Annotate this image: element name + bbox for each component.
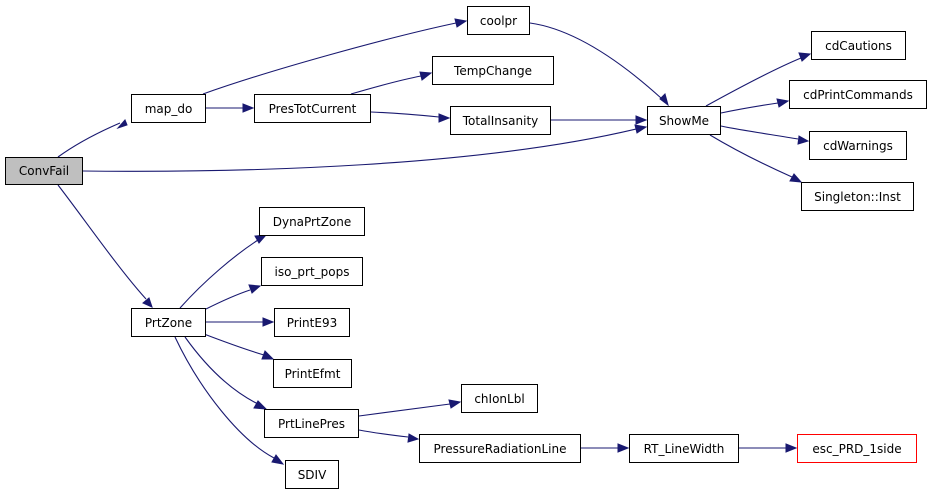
edge-coolpr-to-showme (529, 22, 669, 107)
arrowhead-icon (248, 284, 262, 294)
arrowhead-icon (271, 454, 285, 465)
edge-line (184, 336, 259, 405)
arrowhead-icon (454, 18, 468, 28)
node-coolpr[interactable]: coolpr (467, 6, 530, 35)
arrowhead-icon (797, 135, 810, 145)
arrowhead-icon (785, 443, 798, 453)
node-singleton-inst[interactable]: Singleton::Inst (801, 182, 914, 211)
edge-line (529, 22, 662, 99)
edge-line (358, 403, 451, 417)
edge-line (370, 111, 440, 118)
node-esc-prd-1side[interactable]: esc_PRD_1side (797, 434, 917, 463)
edge-prtlinepres-to-pressureradiationline (358, 429, 420, 443)
node-printefmt[interactable]: PrintEfmt (273, 359, 352, 388)
edge-prtzone-to-printefmt (203, 333, 275, 360)
edge-line (720, 125, 799, 140)
edge-line (174, 336, 275, 459)
arrowhead-icon (789, 173, 803, 183)
edge-prtzone-to-iso-prt-pops (205, 284, 262, 310)
edge-showme-to-singletoninst (709, 134, 803, 183)
arrowhead-icon (262, 317, 275, 327)
node-convfail: ConvFail (5, 157, 83, 185)
edge-line (358, 429, 409, 438)
node-prestotcurrent[interactable]: PresTotCurrent (254, 94, 371, 123)
edge-line (57, 122, 121, 158)
edge-showme-to-cdwarnings (720, 125, 810, 145)
node-chionlbl[interactable]: chIonLbl (461, 384, 538, 413)
edge-map-do-to-prestotcurrent (206, 103, 255, 113)
node-map-do[interactable]: map_do (131, 94, 206, 123)
edge-line (350, 75, 422, 95)
edge-prtzone-to-dynaprtzone (179, 234, 268, 309)
arrowhead-icon (617, 443, 630, 453)
edge-line (203, 333, 265, 356)
arrowhead-icon (438, 113, 451, 123)
arrowhead-icon (242, 103, 255, 113)
edge-line (57, 184, 147, 300)
edge-prtzone-to-prtlinepres (184, 336, 268, 410)
edge-map-do-to-coolpr (202, 18, 468, 95)
edge-pressureradiationline-to-rt-linewidth (581, 443, 630, 453)
node-cdwarnings[interactable]: cdWarnings (809, 131, 907, 160)
arrowhead-icon (659, 93, 669, 107)
node-tempchange[interactable]: TempChange (432, 56, 554, 85)
edge-line (202, 22, 457, 95)
node-cdprintcommands[interactable]: cdPrintCommands (789, 80, 927, 109)
arrowhead-icon (407, 433, 420, 443)
edge-line (179, 239, 259, 309)
arrowhead-icon (634, 124, 648, 134)
edge-line (705, 57, 802, 107)
edge-prestotcurrent-to-tempchange (350, 71, 433, 95)
node-prtlinepres[interactable]: PrtLinePres (264, 409, 359, 438)
node-cdcautions[interactable]: cdCautions (811, 31, 906, 60)
node-rt-linewidth[interactable]: RT_LineWidth (629, 434, 739, 463)
node-prtzone[interactable]: PrtZone (131, 308, 206, 337)
edge-line (720, 102, 779, 114)
edge-prtzone-to-printe93 (206, 317, 275, 327)
node-pressureradiationline[interactable]: PressureRadiationLine (419, 434, 581, 463)
arrowhead-icon (448, 399, 462, 409)
arrowhead-icon (635, 115, 648, 125)
arrowhead-icon (261, 350, 275, 360)
node-iso-prt-pops[interactable]: iso_prt_pops (261, 257, 363, 286)
arrowhead-icon (116, 119, 128, 130)
node-showme[interactable]: ShowMe (647, 106, 721, 135)
edge-totalinsanity-to-showme (551, 115, 648, 125)
edge-convfail-to-map-do (57, 119, 128, 158)
edge-prtzone-to-sdiv (174, 336, 285, 465)
edge-prtlinepres-to-chionlbl (358, 399, 462, 417)
node-printe93[interactable]: PrintE93 (274, 308, 350, 337)
node-dynaprtzone[interactable]: DynaPrtZone (259, 207, 365, 236)
edge-line (82, 128, 637, 172)
arrowhead-icon (253, 400, 268, 410)
arrowhead-icon (798, 52, 812, 62)
edge-line (709, 134, 793, 178)
edge-showme-to-cdprintcommands (720, 98, 790, 114)
node-totalinsanity[interactable]: TotalInsanity (450, 106, 551, 135)
edge-prestotcurrent-to-totalinsanity (370, 111, 451, 123)
arrowhead-icon (142, 297, 153, 308)
edge-showme-to-cdcautions (705, 52, 812, 107)
arrowhead-icon (254, 234, 268, 244)
edge-convfail-to-prtzone (57, 184, 153, 308)
edge-rt-linewidth-to-esc-prd-1side (739, 443, 798, 453)
arrowhead-icon (419, 71, 433, 81)
node-sdiv[interactable]: SDIV (285, 460, 339, 489)
arrowhead-icon (776, 98, 790, 108)
edge-convfail-to-showme (82, 124, 648, 172)
edge-line (205, 289, 251, 310)
